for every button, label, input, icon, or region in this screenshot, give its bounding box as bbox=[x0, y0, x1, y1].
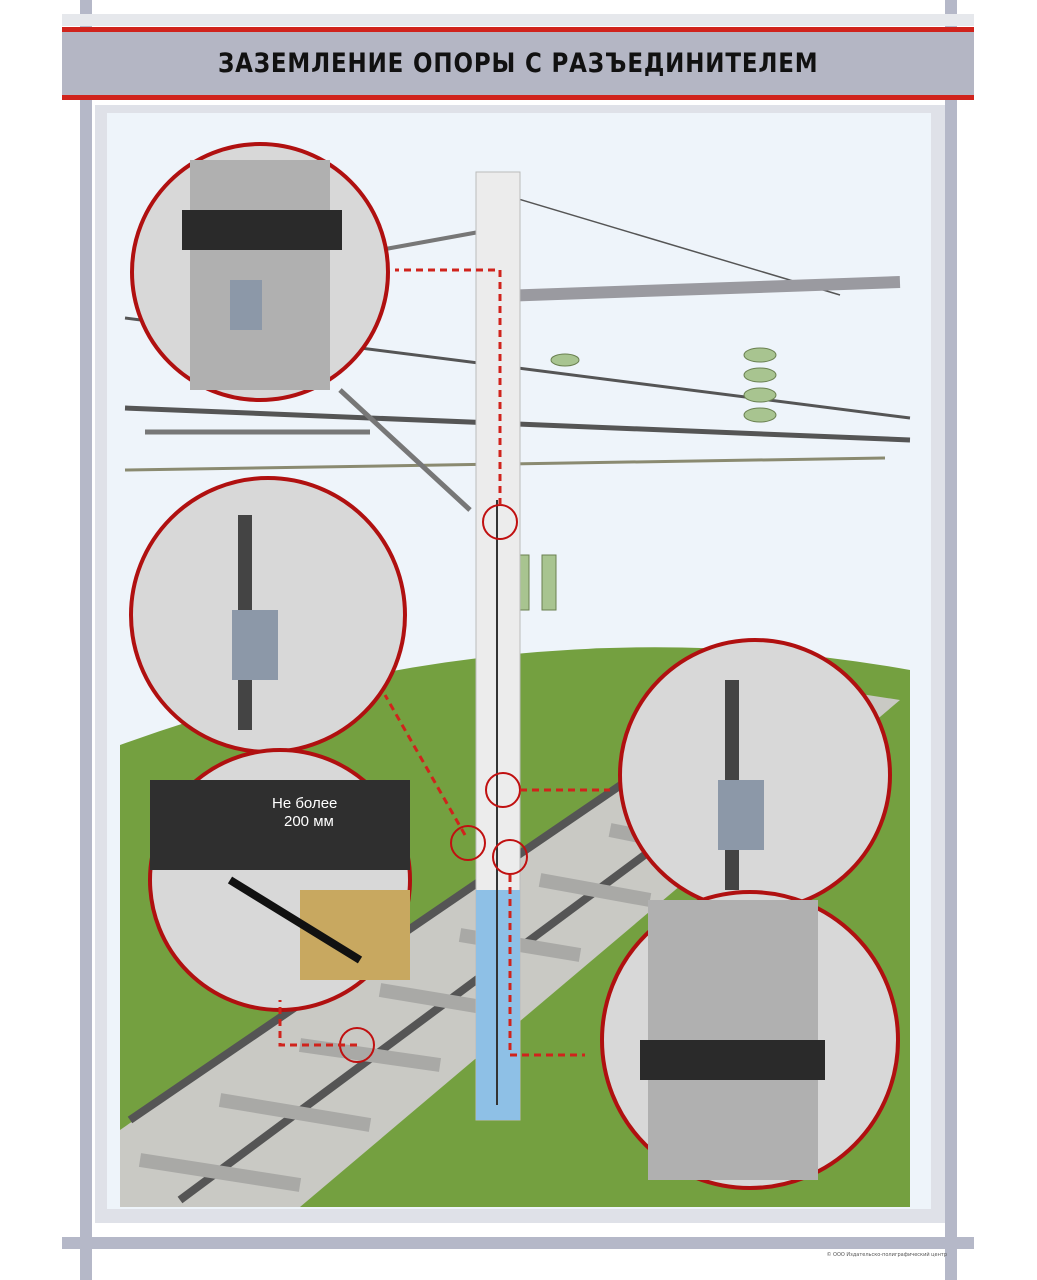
left-frame-bar bbox=[80, 0, 92, 1280]
bottom-frame-bar bbox=[62, 1237, 974, 1249]
dimension-label-line1: Не более bbox=[272, 795, 337, 812]
right-frame-bar bbox=[945, 0, 957, 1280]
title-band: ЗАЗЕМЛЕНИЕ ОПОРЫ С РАЗЪЕДИНИТЕЛЕМ bbox=[62, 27, 974, 100]
callout-arrows bbox=[278, 268, 610, 1057]
callout-lower-bracket bbox=[618, 638, 892, 912]
top-frame-bar bbox=[62, 14, 974, 26]
copyright-text: © ООО Издательско-полиграфический центр bbox=[826, 1252, 947, 1258]
pole-grounding-illustration: Не более 200 мм bbox=[107, 113, 931, 1209]
console-beam bbox=[499, 276, 901, 302]
dimension-label-line2: 200 мм bbox=[284, 813, 334, 830]
page-title: ЗАЗЕМЛЕНИЕ ОПОРЫ С РАЗЪЕДИНИТЕЛЕМ bbox=[217, 48, 819, 79]
